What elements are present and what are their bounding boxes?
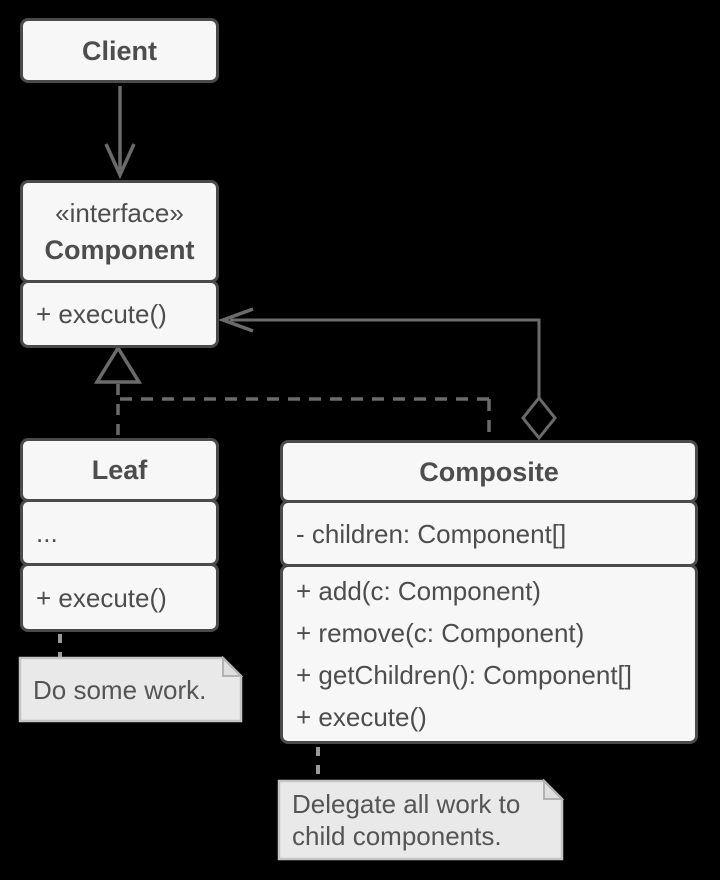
- composite-note-fold-icon: [543, 778, 565, 800]
- class-leaf-name: Leaf: [91, 455, 148, 485]
- class-leaf-methods: + execute(): [20, 563, 219, 632]
- note-line: child components.: [292, 821, 502, 851]
- composite-note-shape: [277, 779, 564, 861]
- method-line: + remove(c: Component): [296, 618, 585, 648]
- class-client: Client: [20, 18, 219, 83]
- attribute-line: ...: [36, 517, 58, 548]
- realization-triangle-icon: [93, 344, 143, 384]
- note-line: Do some work.: [33, 675, 207, 705]
- method-line: + execute(): [36, 299, 167, 329]
- aggregation-diamond-icon: [521, 395, 557, 441]
- class-component: «interface» Component + execute(): [20, 180, 219, 348]
- method-line: + add(c: Component): [296, 576, 541, 606]
- class-composite-methods: + add(c: Component) + remove(c: Componen…: [280, 564, 698, 744]
- method-line: + getChildren(): Component[]: [296, 660, 633, 690]
- class-component-stereotype: «interface»: [55, 197, 184, 228]
- method-line: + execute(): [296, 702, 427, 732]
- leaf-note-shape: [18, 656, 243, 723]
- class-composite: Composite - children: Component[] + add(…: [280, 440, 698, 744]
- arrowhead-down-icon: [104, 143, 136, 180]
- leaf-note-fold-icon: [222, 655, 244, 677]
- class-client-title: Client: [20, 18, 219, 83]
- class-leaf-title: Leaf: [20, 438, 219, 502]
- class-composite-title: Composite: [280, 440, 698, 503]
- composite-note-text: Delegate all work to child components.: [292, 788, 520, 852]
- class-client-name: Client: [81, 35, 157, 66]
- leaf-note-text: Do some work.: [33, 674, 206, 706]
- class-component-title: «interface» Component: [20, 180, 219, 283]
- class-component-methods: + execute(): [20, 280, 219, 348]
- class-composite-attributes: - children: Component[]: [280, 500, 698, 567]
- class-leaf-attributes: ...: [20, 499, 219, 566]
- method-line: + execute(): [36, 582, 167, 613]
- arrowhead-left-icon: [217, 307, 254, 333]
- class-component-name: Component: [44, 234, 195, 265]
- composite-component-association-line: [230, 318, 541, 399]
- note-line: Delegate all work to: [292, 789, 521, 819]
- attribute-line: - children: Component[]: [296, 518, 567, 549]
- class-leaf: Leaf ... + execute(): [20, 438, 219, 632]
- class-composite-name: Composite: [419, 456, 559, 487]
